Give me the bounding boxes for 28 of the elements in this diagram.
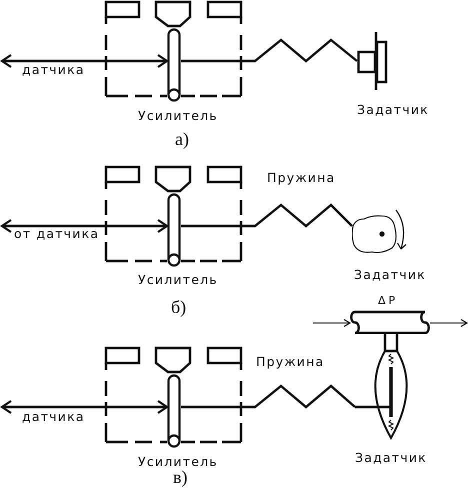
panel-caption: а) xyxy=(175,130,189,148)
component-label: Усилитель xyxy=(138,109,218,122)
panel-caption: в) xyxy=(173,468,188,486)
double-arrow xyxy=(0,218,168,234)
flapper-rod xyxy=(167,28,181,103)
edge-label: датчика xyxy=(22,410,85,423)
panel-caption: б) xyxy=(171,298,186,316)
component-label: Задатчик xyxy=(355,451,427,464)
edge-label: датчика xyxy=(22,63,85,76)
double-arrow xyxy=(0,54,168,68)
connecting-tube xyxy=(384,332,398,352)
edge-label: Пружина xyxy=(256,355,324,368)
flapper-rod xyxy=(167,374,181,449)
flow-arrow xyxy=(430,318,468,328)
edge-label: Пружина xyxy=(267,171,336,184)
double-arrow xyxy=(0,400,168,414)
spring xyxy=(181,38,358,63)
spring xyxy=(181,384,356,409)
component-label: Задатчик xyxy=(354,268,426,281)
pipe-drawing xyxy=(350,310,430,334)
component-label: Задатчик xyxy=(357,103,429,116)
pressure-label: ΔP xyxy=(378,294,398,307)
flapper-rod xyxy=(167,193,181,268)
component-label: Усилитель xyxy=(138,273,218,286)
edge-label: от датчика xyxy=(14,227,100,240)
component-label: Усилитель xyxy=(138,455,218,468)
spring xyxy=(181,203,353,228)
flow-arrow xyxy=(313,318,351,328)
